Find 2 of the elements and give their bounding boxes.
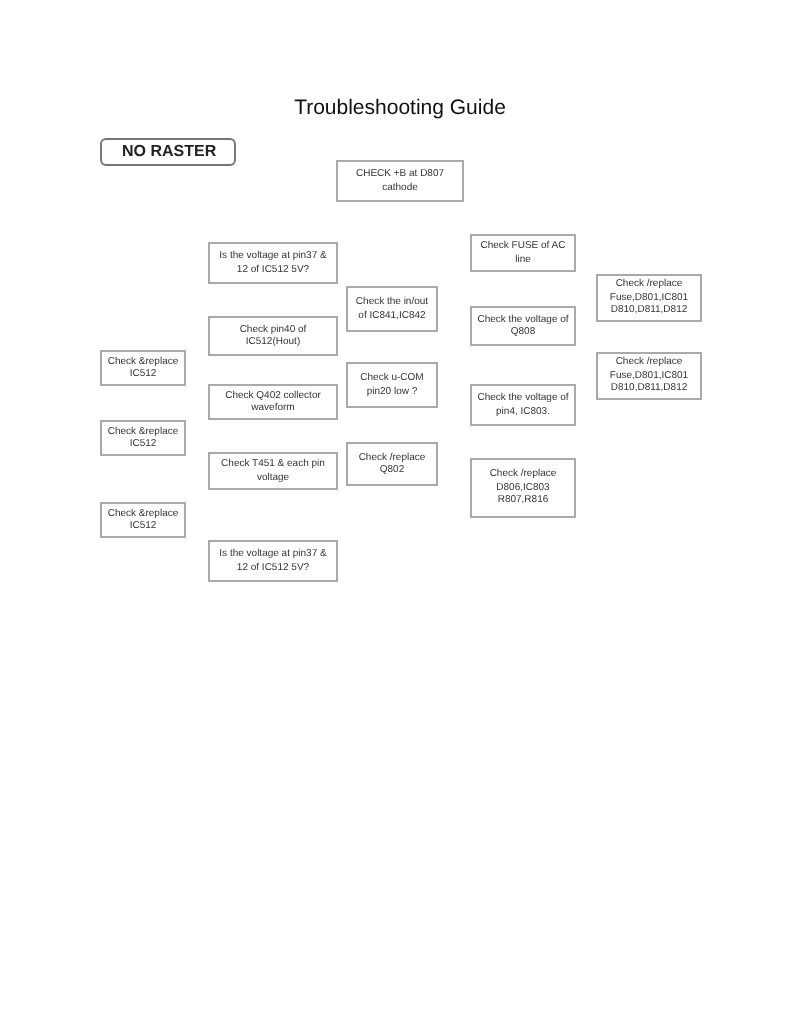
title: Troubleshooting Guide bbox=[292, 96, 508, 120]
start-box: NO RASTER bbox=[100, 138, 236, 166]
